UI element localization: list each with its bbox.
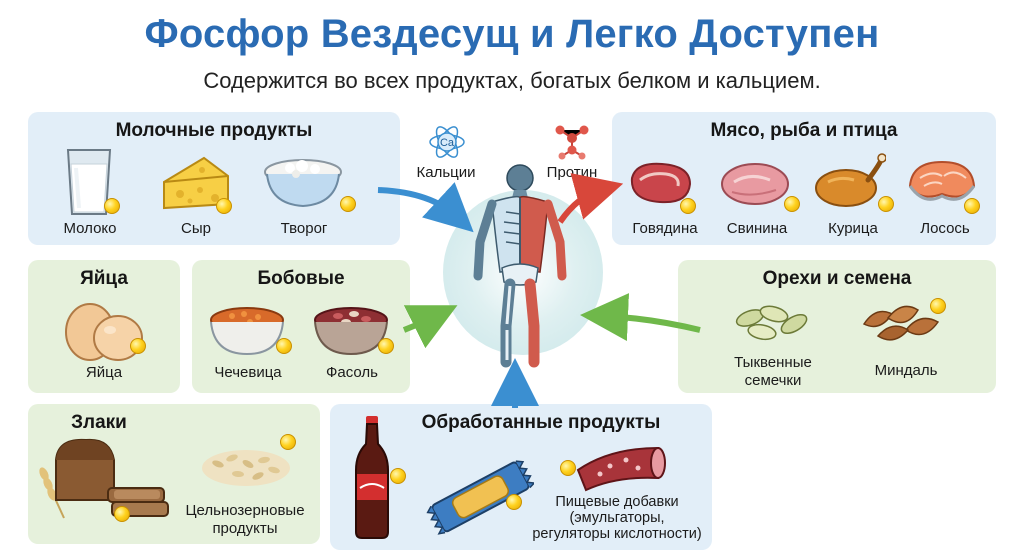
eggs-panel: Яйца Яйца (28, 260, 180, 393)
eggs-title: Яйца (80, 268, 128, 289)
phosphorus-dot (104, 198, 120, 214)
phosphorus-dot (390, 468, 406, 484)
phosphorus-dot (280, 434, 296, 450)
page-title: Фосфор Вездесущ и Легко Доступен (144, 12, 880, 56)
meat-panel: Мясо, рыба и птица Говядина Свинина Кури… (612, 112, 996, 245)
phosphorus-dot (378, 338, 394, 354)
dairy-title: Молочные продукты (115, 120, 313, 141)
milk-glass-icon (64, 146, 114, 218)
phosphorus-dot (784, 196, 800, 212)
phosphorus-dot (560, 460, 576, 476)
meat-item-pork: Свинина (726, 220, 788, 237)
additives-line1: Пищевые добавки (555, 494, 679, 510)
phosphorus-dot (216, 198, 232, 214)
oats-icon (198, 434, 294, 490)
phosphorus-dot (680, 198, 696, 214)
beans-bowl-icon (310, 300, 392, 358)
calcium-symbol: Ca (439, 137, 455, 149)
nuts-panel: Орехи и семена Тыквенные семечки Миндаль (678, 260, 996, 393)
dairy-item-cottage-cheese: Творог (280, 220, 328, 237)
eggs-item: Яйца (85, 364, 123, 381)
phosphorus-dot (506, 494, 522, 510)
nuts-item-almonds: Миндаль (874, 362, 938, 379)
processed-title: Обработанные продукты (421, 412, 661, 433)
meat-item-salmon: Лосось (920, 220, 970, 237)
almonds-icon (858, 300, 944, 346)
meat-item-chicken: Курица (828, 220, 878, 237)
legumes-title: Бобовые (257, 268, 345, 289)
bread-loaf-icon (52, 430, 172, 526)
grains-item-whole-grains: Цельнозерновые продукты (180, 502, 310, 538)
salmon-steak-icon (904, 156, 980, 208)
page-subtitle: Содержится во всех продуктах, богатых бе… (203, 68, 821, 93)
phosphorus-dot (340, 196, 356, 212)
additives-line3: регуляторы кислотности) (532, 526, 702, 542)
phosphorus-dot (964, 198, 980, 214)
additives-line2: (эмульгаторы, (569, 510, 665, 526)
nuts-item-pumpkin-seeds-line2: семечки (744, 372, 802, 389)
phosphorus-dot (276, 338, 292, 354)
pork-icon (718, 158, 792, 208)
nuts-item-pumpkin-seeds-line1: Тыквенные (734, 354, 812, 371)
processed-additives-label: Пищевые добавки (эмульгаторы, регуляторы… (524, 494, 710, 542)
calcium-atom-icon (427, 122, 467, 162)
wheat-icon (34, 462, 74, 522)
lentils-bowl-icon (206, 300, 288, 358)
calcium-label: Кальции (416, 164, 476, 181)
cottage-cheese-bowl-icon (260, 154, 346, 210)
meat-title: Мясо, рыба и птица (710, 120, 898, 141)
phosphorus-dot (130, 338, 146, 354)
nuts-title: Орехи и семена (762, 268, 912, 289)
phosphorus-dot (878, 196, 894, 212)
dairy-panel: Молочные продукты Молоко Сыр Творог (28, 112, 400, 245)
grains-item-line2: продукты (212, 520, 278, 537)
legumes-item-beans: Фасоль (326, 364, 378, 381)
roast-chicken-icon (810, 152, 886, 210)
dairy-item-cheese: Сыр (181, 220, 211, 237)
beef-steak-icon (626, 158, 696, 208)
phosphorus-dot (930, 298, 946, 314)
nuts-item-pumpkin-seeds: Тыквенные семечки (718, 354, 828, 390)
human-body-icon (470, 162, 570, 370)
dairy-item-milk: Молоко (63, 220, 117, 237)
protein-molecule-icon (552, 120, 592, 160)
meat-item-beef: Говядина (632, 220, 698, 237)
sausage-icon (570, 442, 666, 492)
pumpkin-seeds-icon (730, 300, 814, 346)
grains-panel: Злаки Цельнозернов (28, 404, 320, 544)
processed-panel: Обработанные продукты Пище (330, 404, 712, 550)
grains-title: Злаки (71, 412, 127, 433)
legumes-item-lentils: Чечевица (214, 364, 282, 381)
grains-item-line1: Цельнозерновые (185, 502, 305, 519)
snack-bar-icon (426, 454, 534, 538)
phosphorus-dot (114, 506, 130, 522)
legumes-panel: Бобовые Чечевица Фасоль (192, 260, 410, 393)
cheese-icon (160, 154, 232, 212)
soda-bottle-icon (352, 414, 392, 540)
